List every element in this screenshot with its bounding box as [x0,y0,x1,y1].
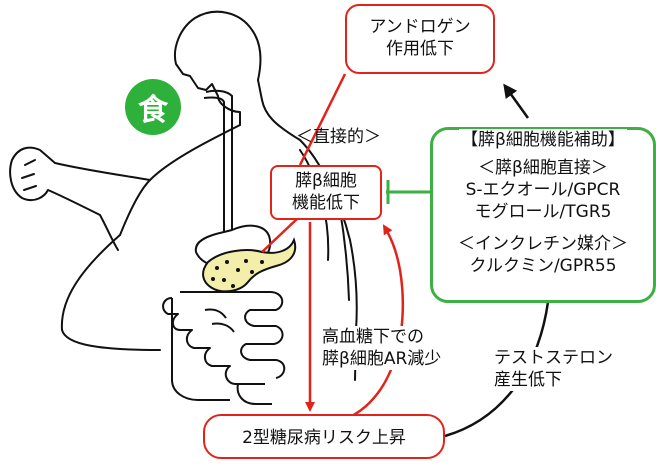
support-box-direct-item1: S-エクオール/GPCR [465,180,621,200]
inhibition-connector [386,180,430,204]
support-box-title: 【膵β細胞機能補助】 [459,129,627,151]
support-box-direct-item2: モグロール/TGR5 [474,202,612,222]
red-connectors [261,73,405,426]
intestines [162,291,286,405]
testosterone-note: テストステロン 産生低下 [492,347,615,391]
hyperglycemia-note: 高血糖下での 膵β細胞AR減少 [320,326,444,370]
support-box-incretin-header: ＜インクレチン媒介＞ [458,234,628,254]
direct-label: ＜直接的＞ [296,127,381,147]
diabetes-risk-label: 2型糖尿病リスク上昇 [242,428,406,448]
diabetes-risk-box: 2型糖尿病リスク上昇 [203,414,445,459]
beta-cell-box-line2: 機能低下 [292,193,360,213]
hyperglycemia-note-line2: 膵β細胞AR減少 [322,349,442,369]
support-box-direct-header: ＜膵β細胞直接＞ [478,158,608,178]
androgen-box-line1: アンドロゲン [369,17,471,37]
testosterone-note-line2: 産生低下 [494,370,562,390]
androgen-box: アンドロゲン 作用低下 [345,4,495,74]
pancreas-dots [211,259,264,288]
food-icon: 食 [125,79,181,135]
support-box-incretin-item: クルクミン/GPR55 [469,256,617,276]
beta-cell-box: 膵β細胞 機能低下 [270,165,382,220]
esophagus [203,89,233,235]
hyperglycemia-note-line1: 高血糖下での [322,327,424,347]
beta-cell-box-line1: 膵β細胞 [295,171,357,191]
support-box: 【膵β細胞機能補助】 ＜膵β細胞直接＞ S-エクオール/GPCR モグロール/T… [430,127,656,303]
testosterone-note-line1: テストステロン [494,348,613,368]
androgen-box-line2: 作用低下 [386,39,454,59]
